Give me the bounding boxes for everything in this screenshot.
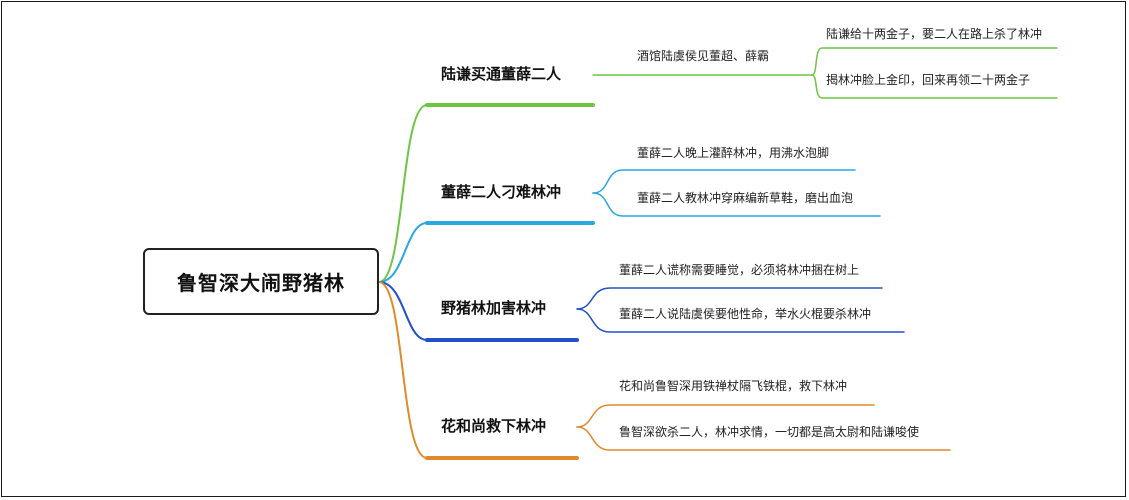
leaf-node-1-1-2[interactable]: 揭林冲脸上金印，回来再领二十两金子: [826, 73, 1031, 87]
branch-node-2[interactable]: 董薛二人刁难林冲: [441, 183, 562, 201]
root-node-label: 鲁智深大闹野猪林: [177, 271, 345, 295]
sub-node-1-1[interactable]: 酒馆陆虞侯见董超、薛霸: [637, 49, 770, 63]
edge-leaf-4-1: [576, 404, 875, 428]
leaf-node-2-2[interactable]: 董薛二人教林冲穿麻编新草鞋，磨出血泡: [637, 191, 854, 205]
edge-leaf-4-2: [576, 426, 951, 451]
branch-node-4[interactable]: 花和尚救下林冲: [441, 417, 547, 435]
leaf-node-3-2[interactable]: 董薛二人说陆虞侯要他性命，举水火棍要杀林冲: [619, 307, 872, 321]
leaf-node-3-1[interactable]: 董薛二人谎称需要睡觉，必须将林冲捆在树上: [619, 263, 860, 277]
branch-node-1[interactable]: 陆谦买通董薛二人: [441, 65, 562, 83]
root-node[interactable]: 鲁智深大闹野猪林: [143, 248, 379, 315]
edge-root-branch-2: [378, 222, 428, 283]
edge-leaf-2-2: [592, 192, 881, 217]
edge-root-branch-3: [378, 281, 428, 341]
branch-node-3[interactable]: 野猪林加害林冲: [441, 299, 547, 317]
edge-root-branch-4: [378, 281, 428, 459]
edge-leaf-3-1: [576, 287, 883, 310]
leaf-node-1-1-1[interactable]: 陆谦给十两金子，要二人在路上杀了林冲: [826, 27, 1043, 41]
leaf-node-2-1[interactable]: 董薛二人晚上灌醉林冲，用沸水泡脚: [637, 146, 830, 160]
edge-root-branch-1: [378, 104, 428, 283]
edge-leaf-3-2: [576, 308, 905, 333]
leaf-node-4-1[interactable]: 花和尚鲁智深用铁禅杖隔飞铁棍，救下林冲: [619, 379, 848, 393]
edge-leaf-2-1: [592, 169, 856, 194]
edge-sub-leaf-1-1-1: [811, 47, 1058, 76]
edge-sub-leaf-1-1-2: [811, 74, 1058, 99]
leaf-node-4-2[interactable]: 鲁智深欲杀二人，林冲求情，一切都是高太尉和陆谦唆使: [619, 425, 920, 439]
